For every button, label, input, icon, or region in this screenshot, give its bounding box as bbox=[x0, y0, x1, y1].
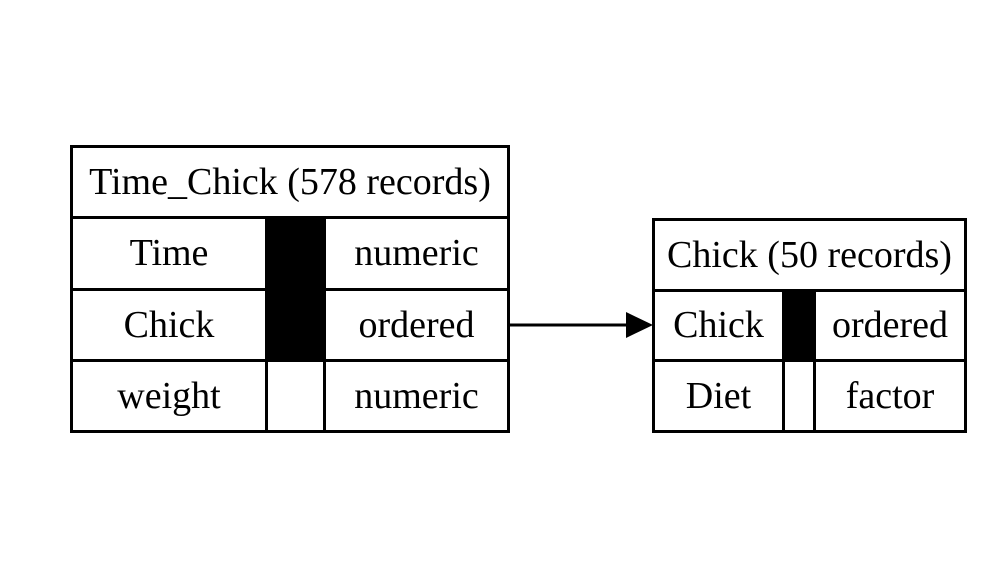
column-type-cell: ordered bbox=[816, 291, 964, 360]
column-name-cell: Chick bbox=[73, 290, 265, 359]
key-indicator-cell bbox=[785, 362, 813, 430]
column-name-cell: Time bbox=[73, 219, 265, 288]
key-indicator-cell bbox=[268, 219, 323, 288]
column-name-cell: Diet bbox=[655, 362, 782, 430]
table-time-chick: Time_Chick (578 records) Time numeric Ch… bbox=[70, 145, 510, 433]
table-title: Chick (50 records) bbox=[655, 221, 964, 289]
key-indicator-cell bbox=[785, 291, 813, 360]
column-type-cell: numeric bbox=[326, 361, 507, 430]
column-type-cell: ordered bbox=[326, 290, 507, 359]
column-type-cell: factor bbox=[816, 362, 964, 430]
table-chick: Chick (50 records) Chick ordered Diet fa… bbox=[652, 218, 967, 433]
column-type-cell: numeric bbox=[326, 219, 507, 288]
foreign-key-arrow bbox=[507, 312, 653, 338]
column-name-cell: weight bbox=[73, 361, 265, 430]
arrow-head-icon bbox=[626, 312, 653, 338]
key-indicator-cell bbox=[268, 290, 323, 359]
column-name-cell: Chick bbox=[655, 291, 782, 360]
key-indicator-cell bbox=[268, 361, 323, 430]
table-title: Time_Chick (578 records) bbox=[73, 148, 507, 217]
